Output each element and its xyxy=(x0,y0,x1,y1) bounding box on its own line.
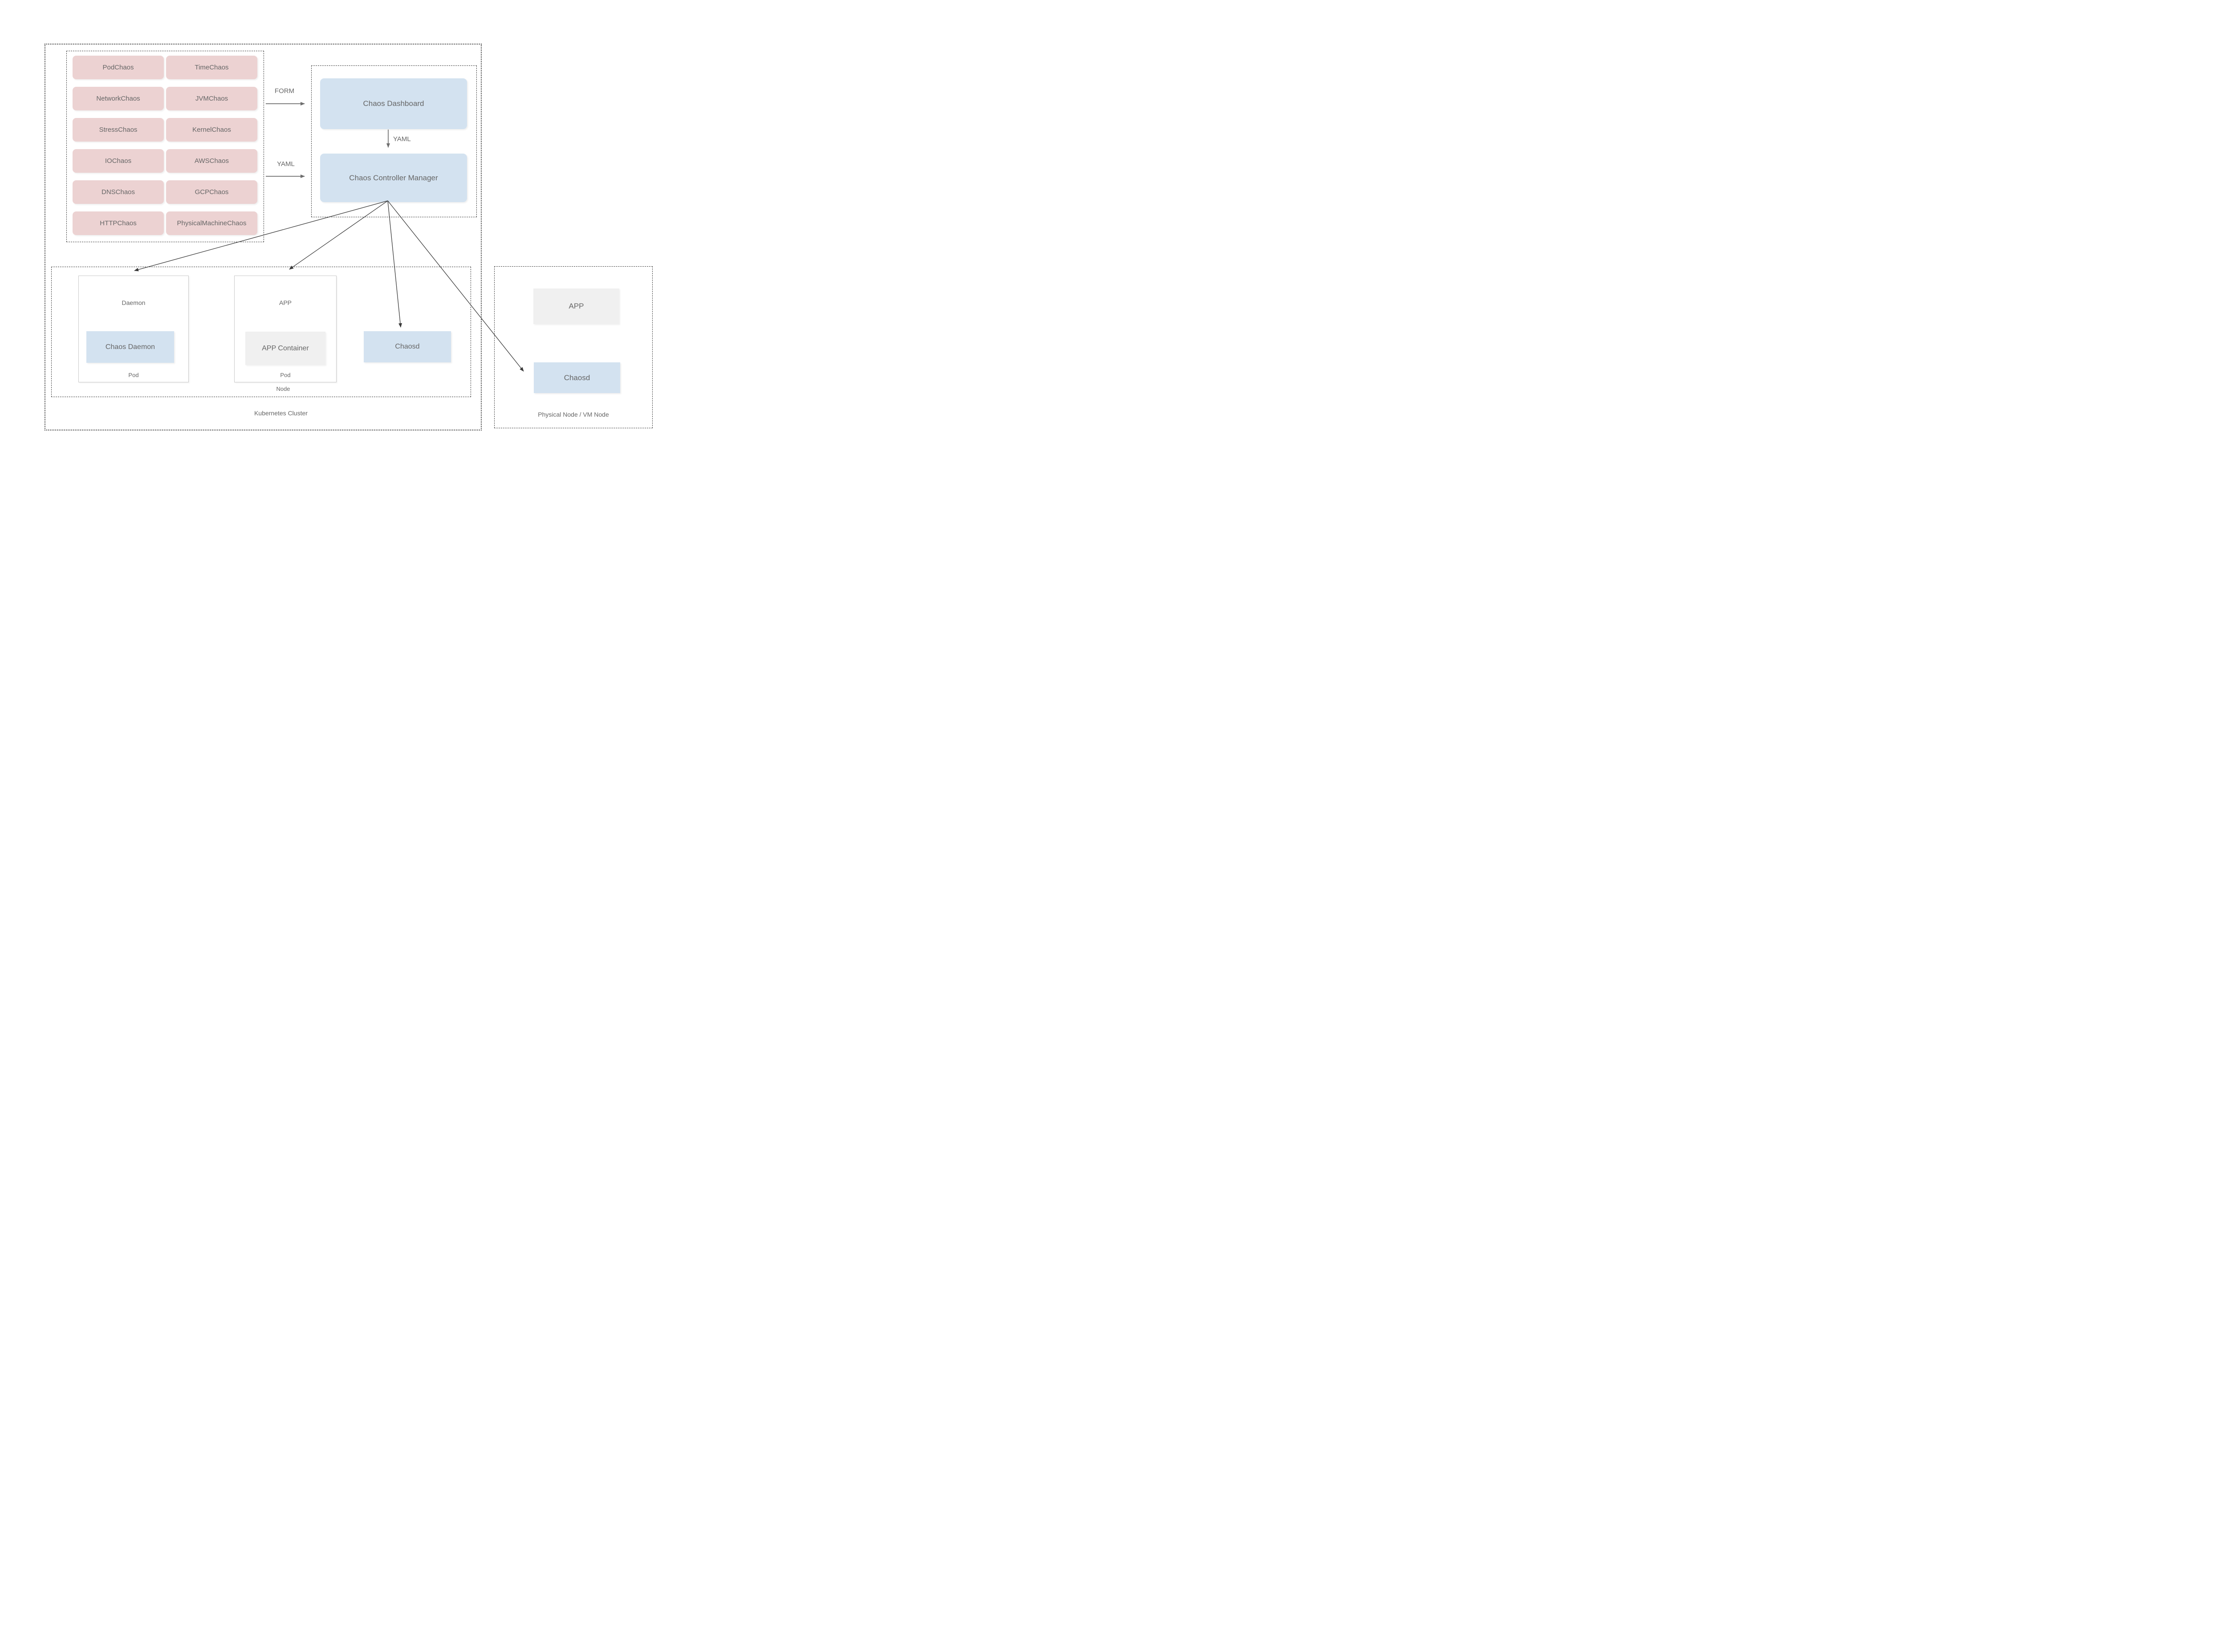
cluster-chaosd-label: Chaosd xyxy=(395,343,420,350)
daemon-pod-box: Daemon Chaos Daemon Pod xyxy=(78,276,189,382)
node-label: Node xyxy=(276,386,290,392)
chaos-type-timechaos: TimeChaos xyxy=(166,56,257,79)
app-container-label: APP Container xyxy=(262,344,309,352)
control-plane-box: Chaos Dashboard YAML Chaos Controller Ma… xyxy=(311,65,477,217)
chaos-types-grid: PodChaos TimeChaos NetworkChaos JVMChaos… xyxy=(73,56,257,235)
chaos-types-box: PodChaos TimeChaos NetworkChaos JVMChaos… xyxy=(66,51,264,242)
chaos-daemon-label: Chaos Daemon xyxy=(105,343,155,351)
chaos-type-stresschaos: StressChaos xyxy=(73,118,164,142)
dashboard-yaml-label: YAML xyxy=(393,135,411,143)
chaos-type-httpchaos: HTTPChaos xyxy=(73,211,164,235)
physical-app-label: APP xyxy=(569,302,584,310)
chaos-type-iochaos: IOChaos xyxy=(73,149,164,173)
chaos-type-physicalmachinechaos: PhysicalMachineChaos xyxy=(166,211,257,235)
chaos-type-awschaos: AWSChaos xyxy=(166,149,257,173)
physical-chaosd-box: Chaosd xyxy=(534,362,620,393)
daemon-pod-title: Daemon xyxy=(122,299,146,306)
chaos-type-jvmchaos: JVMChaos xyxy=(166,87,257,110)
app-pod-box: APP APP Container Pod xyxy=(234,276,337,382)
physical-app-box: APP xyxy=(533,288,619,324)
chaos-daemon-box: Chaos Daemon xyxy=(86,331,174,363)
yaml-label: YAML xyxy=(277,160,295,168)
physical-node-label: Physical Node / VM Node xyxy=(538,411,609,418)
kubernetes-cluster-label: Kubernetes Cluster xyxy=(254,410,308,417)
physical-chaosd-label: Chaosd xyxy=(564,373,590,382)
node-box: Daemon Chaos Daemon Pod APP APP Containe… xyxy=(51,267,471,397)
physical-node-box: APP Chaosd Physical Node / VM Node xyxy=(494,266,653,428)
app-container-box: APP Container xyxy=(245,332,325,365)
chaos-type-networkchaos: NetworkChaos xyxy=(73,87,164,110)
form-label: FORM xyxy=(274,87,295,95)
chaos-controller-manager-label: Chaos Controller Manager xyxy=(349,173,438,182)
chaos-controller-manager-box: Chaos Controller Manager xyxy=(320,154,467,202)
chaos-type-dnschaos: DNSChaos xyxy=(73,180,164,204)
daemon-pod-label: Pod xyxy=(128,372,139,378)
chaos-type-podchaos: PodChaos xyxy=(73,56,164,79)
cluster-chaosd-box: Chaosd xyxy=(364,331,451,362)
chaos-dashboard-box: Chaos Dashboard xyxy=(320,78,467,129)
app-pod-title: APP xyxy=(279,299,292,306)
diagram-canvas: PodChaos TimeChaos NetworkChaos JVMChaos… xyxy=(0,0,688,481)
app-pod-label: Pod xyxy=(280,372,291,378)
chaos-type-gcpchaos: GCPChaos xyxy=(166,180,257,204)
chaos-type-kernelchaos: KernelChaos xyxy=(166,118,257,142)
kubernetes-cluster-box: PodChaos TimeChaos NetworkChaos JVMChaos… xyxy=(45,44,482,430)
chaos-dashboard-label: Chaos Dashboard xyxy=(363,99,424,108)
